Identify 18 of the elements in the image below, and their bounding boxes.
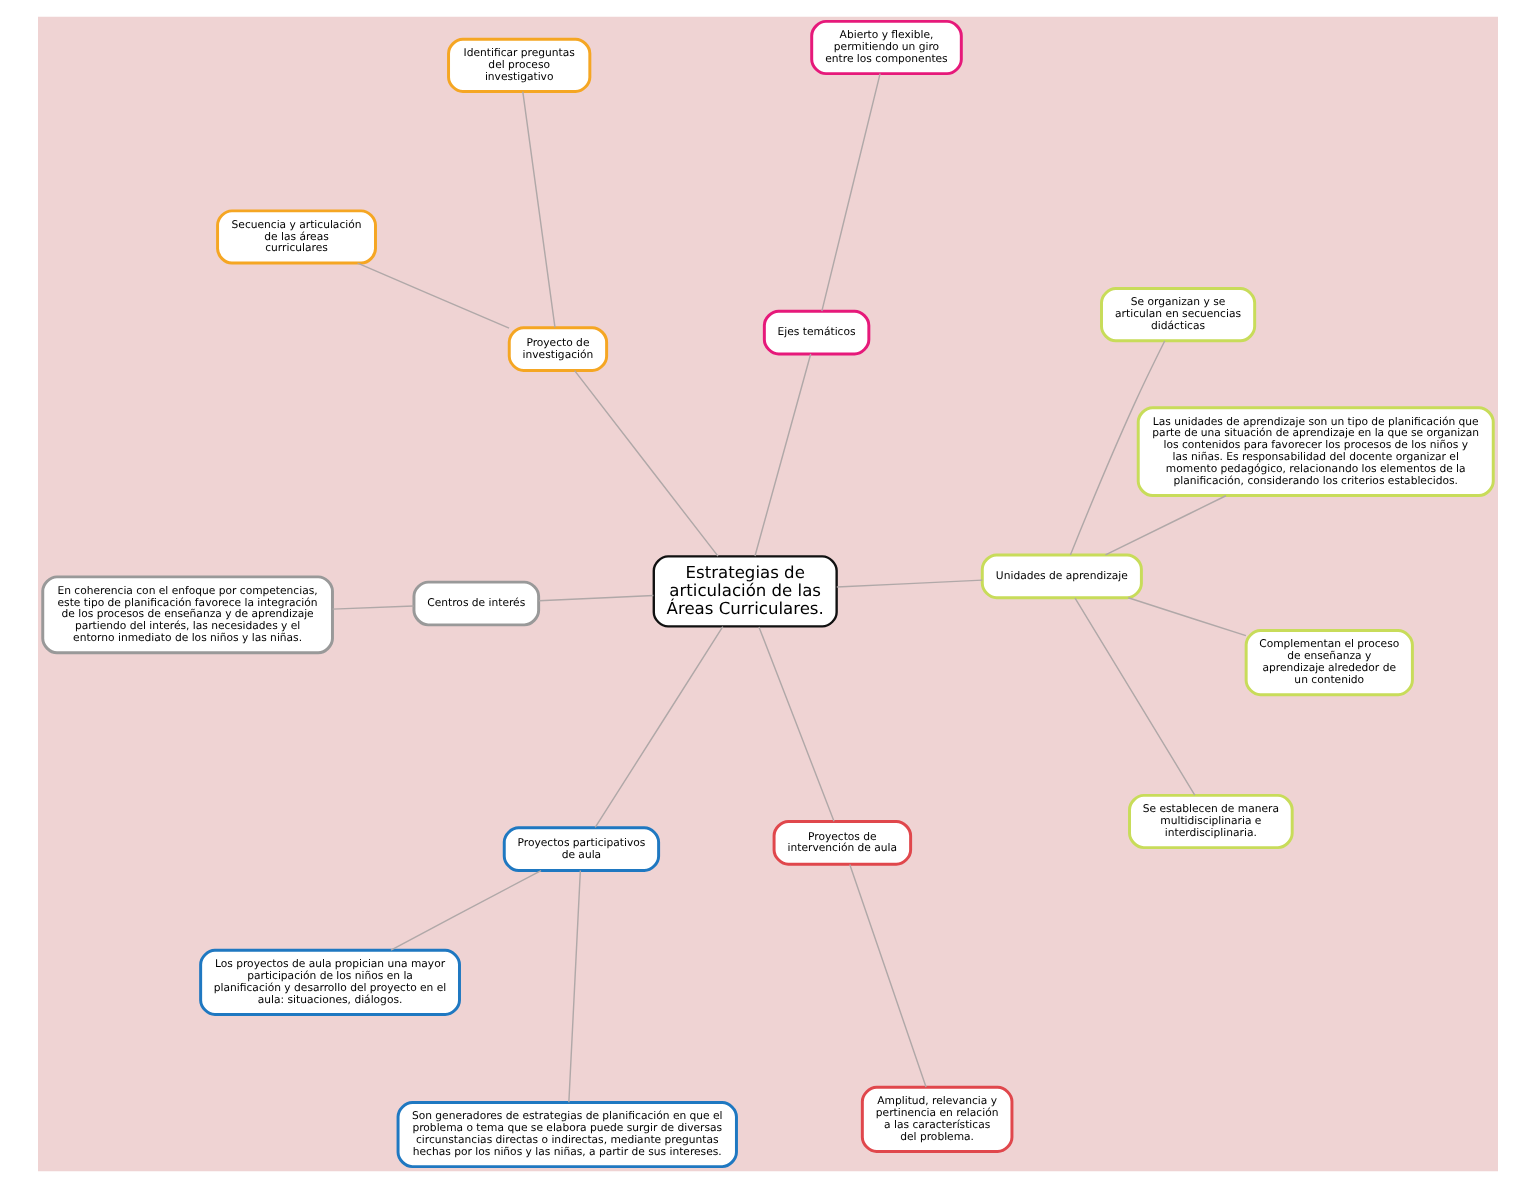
- connector: [573, 369, 719, 557]
- connector: [331, 605, 415, 610]
- connector: [849, 863, 927, 1088]
- connector: [390, 869, 542, 951]
- connector: [1069, 340, 1166, 556]
- connector: [1104, 495, 1227, 556]
- connector: [568, 869, 582, 1103]
- connector: [356, 262, 510, 329]
- connector: [754, 353, 812, 557]
- connector: [1074, 597, 1196, 796]
- connector: [836, 579, 983, 588]
- connector: [522, 90, 556, 328]
- connector: [1127, 597, 1247, 637]
- connector: [594, 626, 724, 829]
- connector: [758, 626, 835, 822]
- node-box: Estrategias de articulación de las Áreas Curriculares.: [652, 555, 838, 628]
- connector: [538, 594, 655, 602]
- connector: [821, 72, 881, 312]
